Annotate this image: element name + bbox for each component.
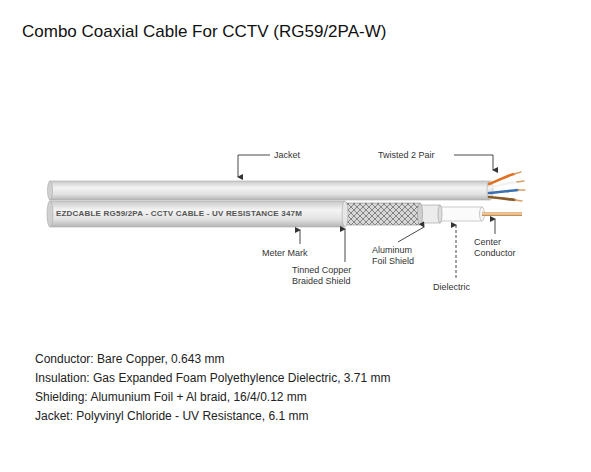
part-label: Meter Mark xyxy=(262,248,308,259)
spec-line: Jacket: Polyvinyl Chloride - UV Resistan… xyxy=(35,409,308,424)
part-label: Jacket xyxy=(274,150,300,161)
part-label: Aluminum Foil Shield xyxy=(372,245,428,267)
part-label: Twisted 2 Pair xyxy=(378,150,435,161)
part-label: Center Conductor xyxy=(474,237,526,259)
spec-line: Conductor: Bare Copper, 0.643 mm xyxy=(35,352,224,367)
cable-print: EZDCABLE RG59/2PA - CCTV CABLE - UV RESI… xyxy=(56,209,302,219)
spec-line: Shielding: Alumunium Foil + Al braid, 16… xyxy=(35,390,307,405)
part-label: Dielectric xyxy=(433,282,470,293)
part-label: Tinned Copper Braided Shield xyxy=(292,265,374,287)
diagram-title: Combo Coaxial Cable For CCTV (RG59/2PA-W… xyxy=(22,22,386,42)
spec-line: Insulation: Gas Expanded Foam Polyethyle… xyxy=(35,371,391,386)
